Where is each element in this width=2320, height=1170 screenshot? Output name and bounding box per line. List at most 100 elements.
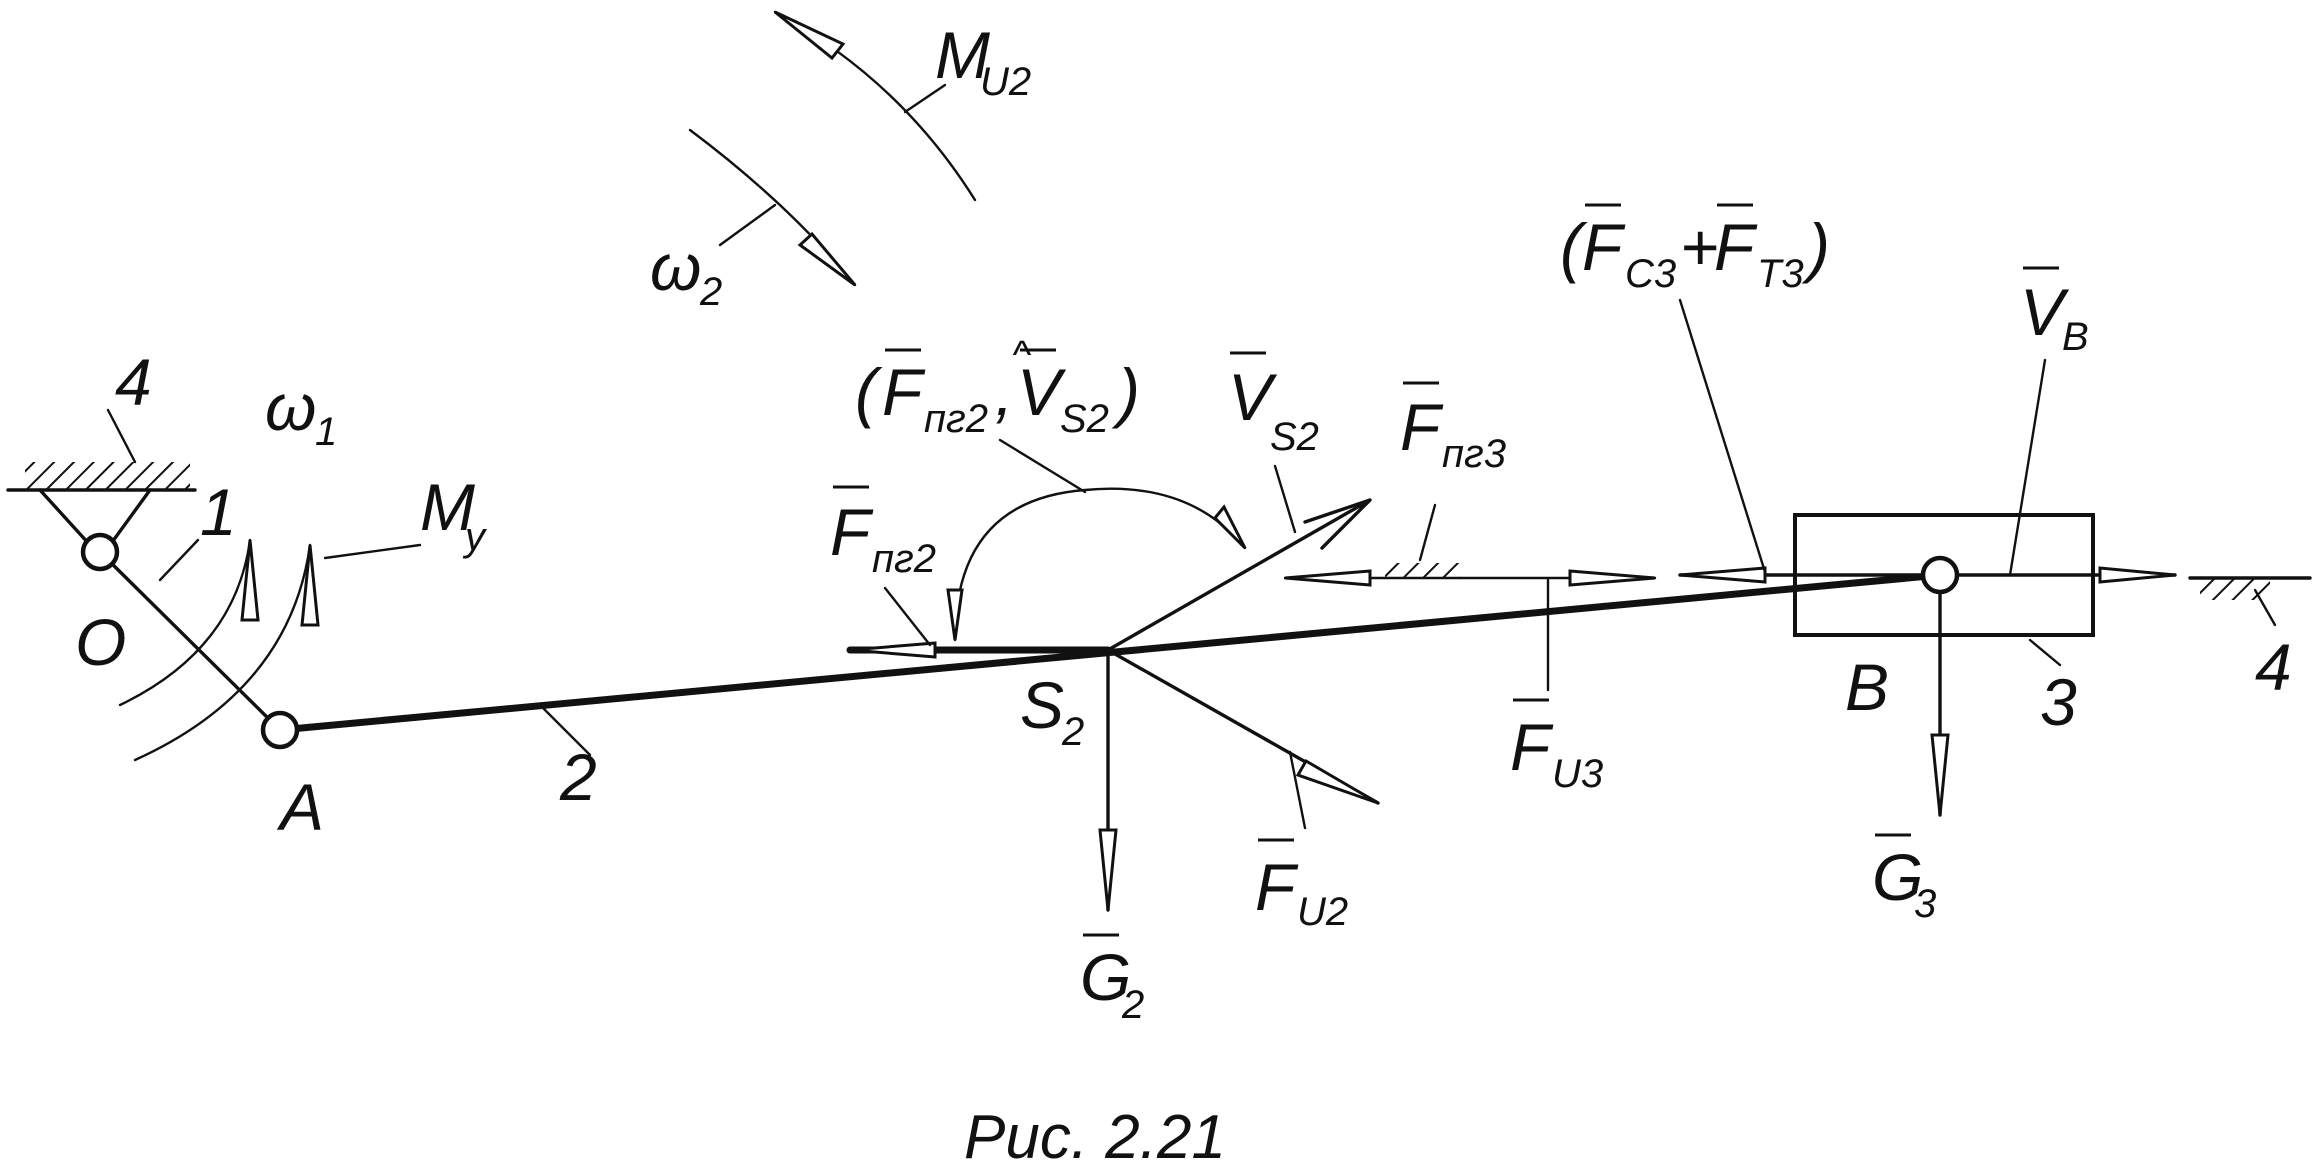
svg-text:S2: S2 bbox=[1060, 397, 1109, 441]
svg-text:C3: C3 bbox=[1625, 252, 1676, 296]
crank-number-leader bbox=[158, 538, 200, 582]
svg-text:ω: ω bbox=[265, 370, 316, 444]
fu2-label: F U2 bbox=[1255, 838, 1348, 934]
frame-left-label: 4 bbox=[115, 345, 152, 419]
svg-text:F: F bbox=[1582, 210, 1626, 284]
angle-leader bbox=[998, 438, 1087, 494]
svg-text:2: 2 bbox=[1061, 710, 1084, 754]
svg-text:пг2: пг2 bbox=[872, 537, 936, 581]
point-b-label: B bbox=[1845, 650, 1889, 724]
svg-text:V: V bbox=[1228, 360, 1278, 434]
fpr2-leader bbox=[883, 586, 932, 647]
crank-number-label: 1 bbox=[200, 475, 237, 549]
svg-text:F: F bbox=[1400, 390, 1444, 464]
resistance-label: ( F C3 + F T3 ) bbox=[1560, 203, 1830, 296]
my-arrow-head bbox=[300, 544, 320, 627]
svg-text:B: B bbox=[2062, 315, 2089, 359]
fu2-leader bbox=[1288, 750, 1307, 830]
svg-text:G: G bbox=[1872, 840, 1923, 914]
svg-text:M: M bbox=[935, 18, 990, 92]
frame-right-label: 4 bbox=[2255, 630, 2292, 704]
joint-b bbox=[1920, 555, 1960, 595]
svg-text:F: F bbox=[830, 495, 874, 569]
my-label: M у bbox=[420, 470, 488, 559]
point-a-label: A bbox=[276, 770, 324, 844]
svg-text:F: F bbox=[1714, 210, 1758, 284]
my-arc bbox=[133, 543, 312, 762]
omega2-leader bbox=[718, 203, 777, 247]
svg-text:ω: ω bbox=[650, 230, 701, 304]
mu2-arrow-head bbox=[774, 10, 846, 61]
svg-text:G: G bbox=[1080, 940, 1131, 1014]
svg-text:U2: U2 bbox=[980, 60, 1031, 104]
omega1-arrow-head bbox=[240, 539, 260, 622]
svg-text:у: у bbox=[462, 515, 488, 559]
slider-number-leader bbox=[2028, 638, 2062, 667]
fu3-arrow-head bbox=[1568, 569, 1656, 587]
resistance-arrow-head bbox=[1679, 566, 1767, 584]
mu2-leader bbox=[903, 83, 947, 114]
angle-arrow-head-right bbox=[1212, 504, 1247, 550]
g3-arrow-head bbox=[1930, 733, 1950, 816]
omega1-label: ω 1 bbox=[265, 370, 337, 454]
fpr2-arrow-head bbox=[849, 641, 937, 659]
svg-text:^: ^ bbox=[1012, 333, 1032, 377]
svg-text:M: M bbox=[420, 470, 475, 544]
fpr3-arrow-head bbox=[1284, 569, 1372, 587]
frame-left-leader bbox=[106, 408, 137, 464]
rod-number-leader bbox=[538, 703, 592, 757]
omega1-arc bbox=[118, 538, 252, 707]
svg-text:F: F bbox=[882, 355, 926, 429]
my-leader bbox=[323, 543, 422, 560]
fpr3-label: F пг3 bbox=[1400, 381, 1506, 476]
left-frame-support bbox=[6, 462, 197, 547]
svg-text:): ) bbox=[1111, 355, 1140, 429]
svg-text:(: ( bbox=[855, 355, 883, 429]
angle-label: ( F пг2 , ^ V S2 ) bbox=[855, 333, 1140, 441]
svg-text:U2: U2 bbox=[1297, 890, 1348, 934]
resistance-leader bbox=[1678, 298, 1767, 574]
angle-arrow-head-left bbox=[946, 588, 964, 641]
fpr3-hatch bbox=[1385, 563, 1460, 578]
svg-text:2: 2 bbox=[699, 270, 722, 314]
svg-text:1: 1 bbox=[315, 410, 337, 454]
figure-caption: Рис. 2.21 bbox=[964, 1103, 1226, 1170]
svg-text:,: , bbox=[995, 355, 1013, 429]
vb-arrow-head bbox=[2098, 566, 2176, 584]
vb-label: V B bbox=[2020, 266, 2089, 359]
mu2-label: M U2 bbox=[935, 18, 1031, 104]
angle-arc bbox=[953, 487, 1247, 642]
svg-text:F: F bbox=[1510, 710, 1554, 784]
point-o-label: O bbox=[75, 605, 126, 679]
svg-text:пг3: пг3 bbox=[1442, 432, 1506, 476]
svg-text:+: + bbox=[1680, 210, 1719, 284]
vs2-label: V S2 bbox=[1228, 351, 1319, 459]
svg-text:V: V bbox=[2020, 275, 2070, 349]
svg-text:F: F bbox=[1255, 850, 1299, 924]
svg-text:пг2: пг2 bbox=[924, 397, 988, 441]
svg-text:T3: T3 bbox=[1757, 252, 1804, 296]
svg-text:S: S bbox=[1020, 668, 1064, 742]
fu2-arrow-head bbox=[1295, 758, 1379, 805]
g2-arrow-head bbox=[1098, 828, 1118, 911]
omega2-label: ω 2 bbox=[650, 230, 722, 314]
point-s2-label: S 2 bbox=[1020, 668, 1084, 754]
g2-label: G 2 bbox=[1080, 933, 1144, 1027]
svg-text:3: 3 bbox=[1914, 882, 1936, 926]
frame-right-leader bbox=[2253, 588, 2277, 627]
omega2-arrow-head bbox=[797, 231, 857, 287]
fpr2-label: F пг2 bbox=[830, 485, 936, 581]
fu3-label: F U3 bbox=[1510, 698, 1603, 796]
svg-text:V: V bbox=[1017, 355, 1067, 429]
right-frame-guide bbox=[2188, 576, 2312, 600]
rod-number-label: 2 bbox=[559, 740, 597, 814]
fpr3-leader bbox=[1418, 503, 1437, 562]
svg-text:2: 2 bbox=[1121, 983, 1144, 1027]
crank-link-1 bbox=[98, 550, 282, 732]
vb-leader bbox=[2008, 358, 2047, 577]
vs2-leader bbox=[1273, 464, 1297, 534]
joint-o bbox=[80, 532, 120, 572]
vs2-arrow-head bbox=[1303, 498, 1372, 550]
joint-a bbox=[260, 710, 300, 750]
